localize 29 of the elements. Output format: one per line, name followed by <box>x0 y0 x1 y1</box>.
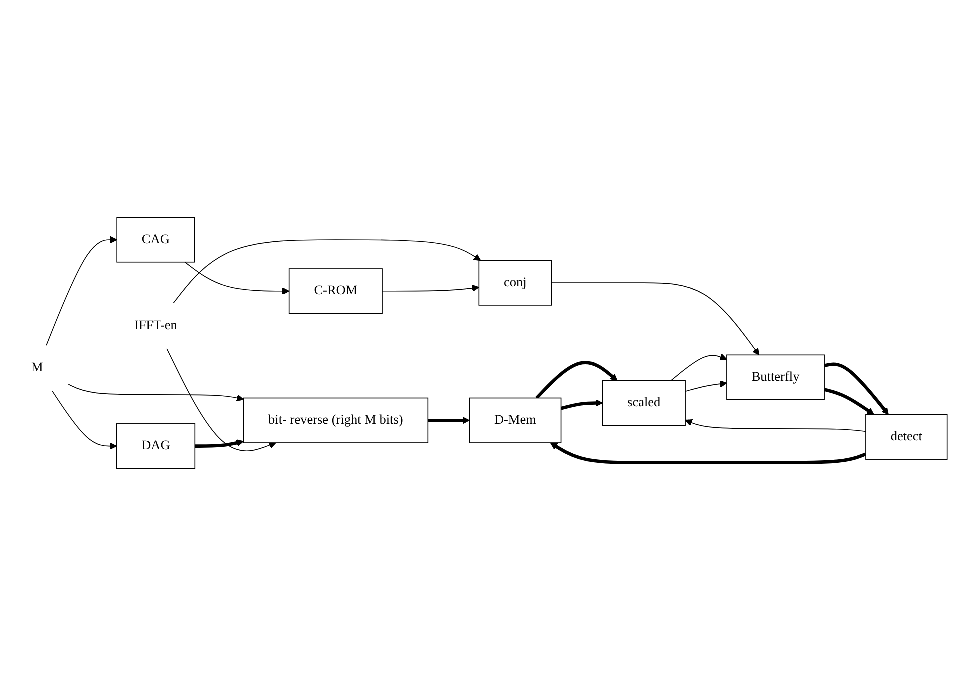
node-box: D-Mem <box>469 398 562 444</box>
arrow <box>550 443 867 465</box>
arrow <box>46 236 118 347</box>
arrow <box>536 362 618 400</box>
arrow <box>685 420 866 432</box>
arrow <box>560 400 604 411</box>
arrow <box>172 240 482 305</box>
node-box: CAG <box>116 218 196 264</box>
arrow <box>551 283 760 356</box>
arrow <box>195 440 244 448</box>
arrow <box>382 285 480 292</box>
node-box: C-ROM <box>288 268 383 314</box>
arrow <box>824 388 874 416</box>
arrow <box>68 384 244 402</box>
arrow <box>428 417 470 425</box>
node-box: bit- reverse (right M bits) <box>243 398 429 444</box>
node-text: IFFT-en <box>134 319 178 334</box>
node-box: detect <box>866 414 948 460</box>
arrow <box>670 354 728 382</box>
arrow <box>685 380 728 392</box>
node-box: conj <box>478 260 552 306</box>
arrow <box>184 262 290 296</box>
arrow <box>52 390 118 450</box>
node-box: DAG <box>116 424 196 470</box>
node-box: Butterfly <box>726 355 825 401</box>
arrow <box>166 348 276 452</box>
node-box: scaled <box>602 380 686 426</box>
arrow <box>824 363 889 416</box>
node-text: M <box>32 361 44 376</box>
